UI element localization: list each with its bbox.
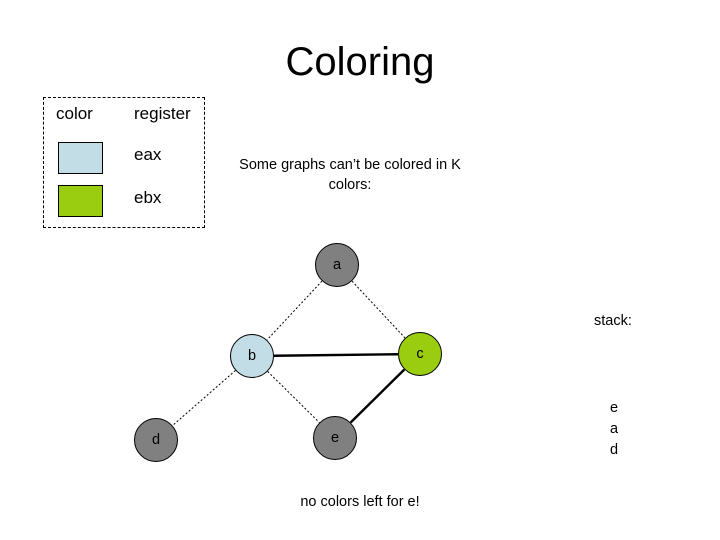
stack-item: a xyxy=(610,421,619,437)
legend-register-eax: eax xyxy=(134,145,162,164)
color-register-legend: color register eax ebx xyxy=(43,97,205,228)
legend-register-ebx: ebx xyxy=(134,188,162,207)
graph-node-label: a xyxy=(332,256,342,273)
stack-label: stack: xyxy=(594,313,632,329)
graph-edge-b-c xyxy=(273,353,399,357)
graph-node-label: e xyxy=(330,429,340,446)
graph-node-d[interactable]: d xyxy=(134,418,178,462)
legend-header-color: color xyxy=(56,104,93,123)
graph-node-label: b xyxy=(247,347,257,364)
stack-item: e xyxy=(610,400,619,416)
page-title: Coloring xyxy=(285,40,435,84)
explanation-text: Some graphs can’t be colored in K colors… xyxy=(239,157,461,193)
graph-node-b[interactable]: b xyxy=(230,334,274,378)
bottom-note: no colors left for e! xyxy=(300,494,420,510)
graph-edge-a-c xyxy=(351,280,406,339)
graph-node-label: d xyxy=(151,431,161,448)
legend-header-register: register xyxy=(134,104,191,123)
legend-swatch-ebx xyxy=(58,185,103,217)
graph-node-a[interactable]: a xyxy=(315,243,359,287)
graph-edge-a-b xyxy=(266,280,323,341)
graph-edge-c-e xyxy=(349,368,406,424)
graph-node-e[interactable]: e xyxy=(313,416,357,460)
stack-item: d xyxy=(610,442,619,458)
graph-edge-b-e xyxy=(267,371,320,423)
legend-swatch-eax xyxy=(58,142,103,174)
graph-edge-b-d xyxy=(172,370,236,426)
graph-node-c[interactable]: c xyxy=(398,332,442,376)
graph-node-label: c xyxy=(416,345,424,362)
